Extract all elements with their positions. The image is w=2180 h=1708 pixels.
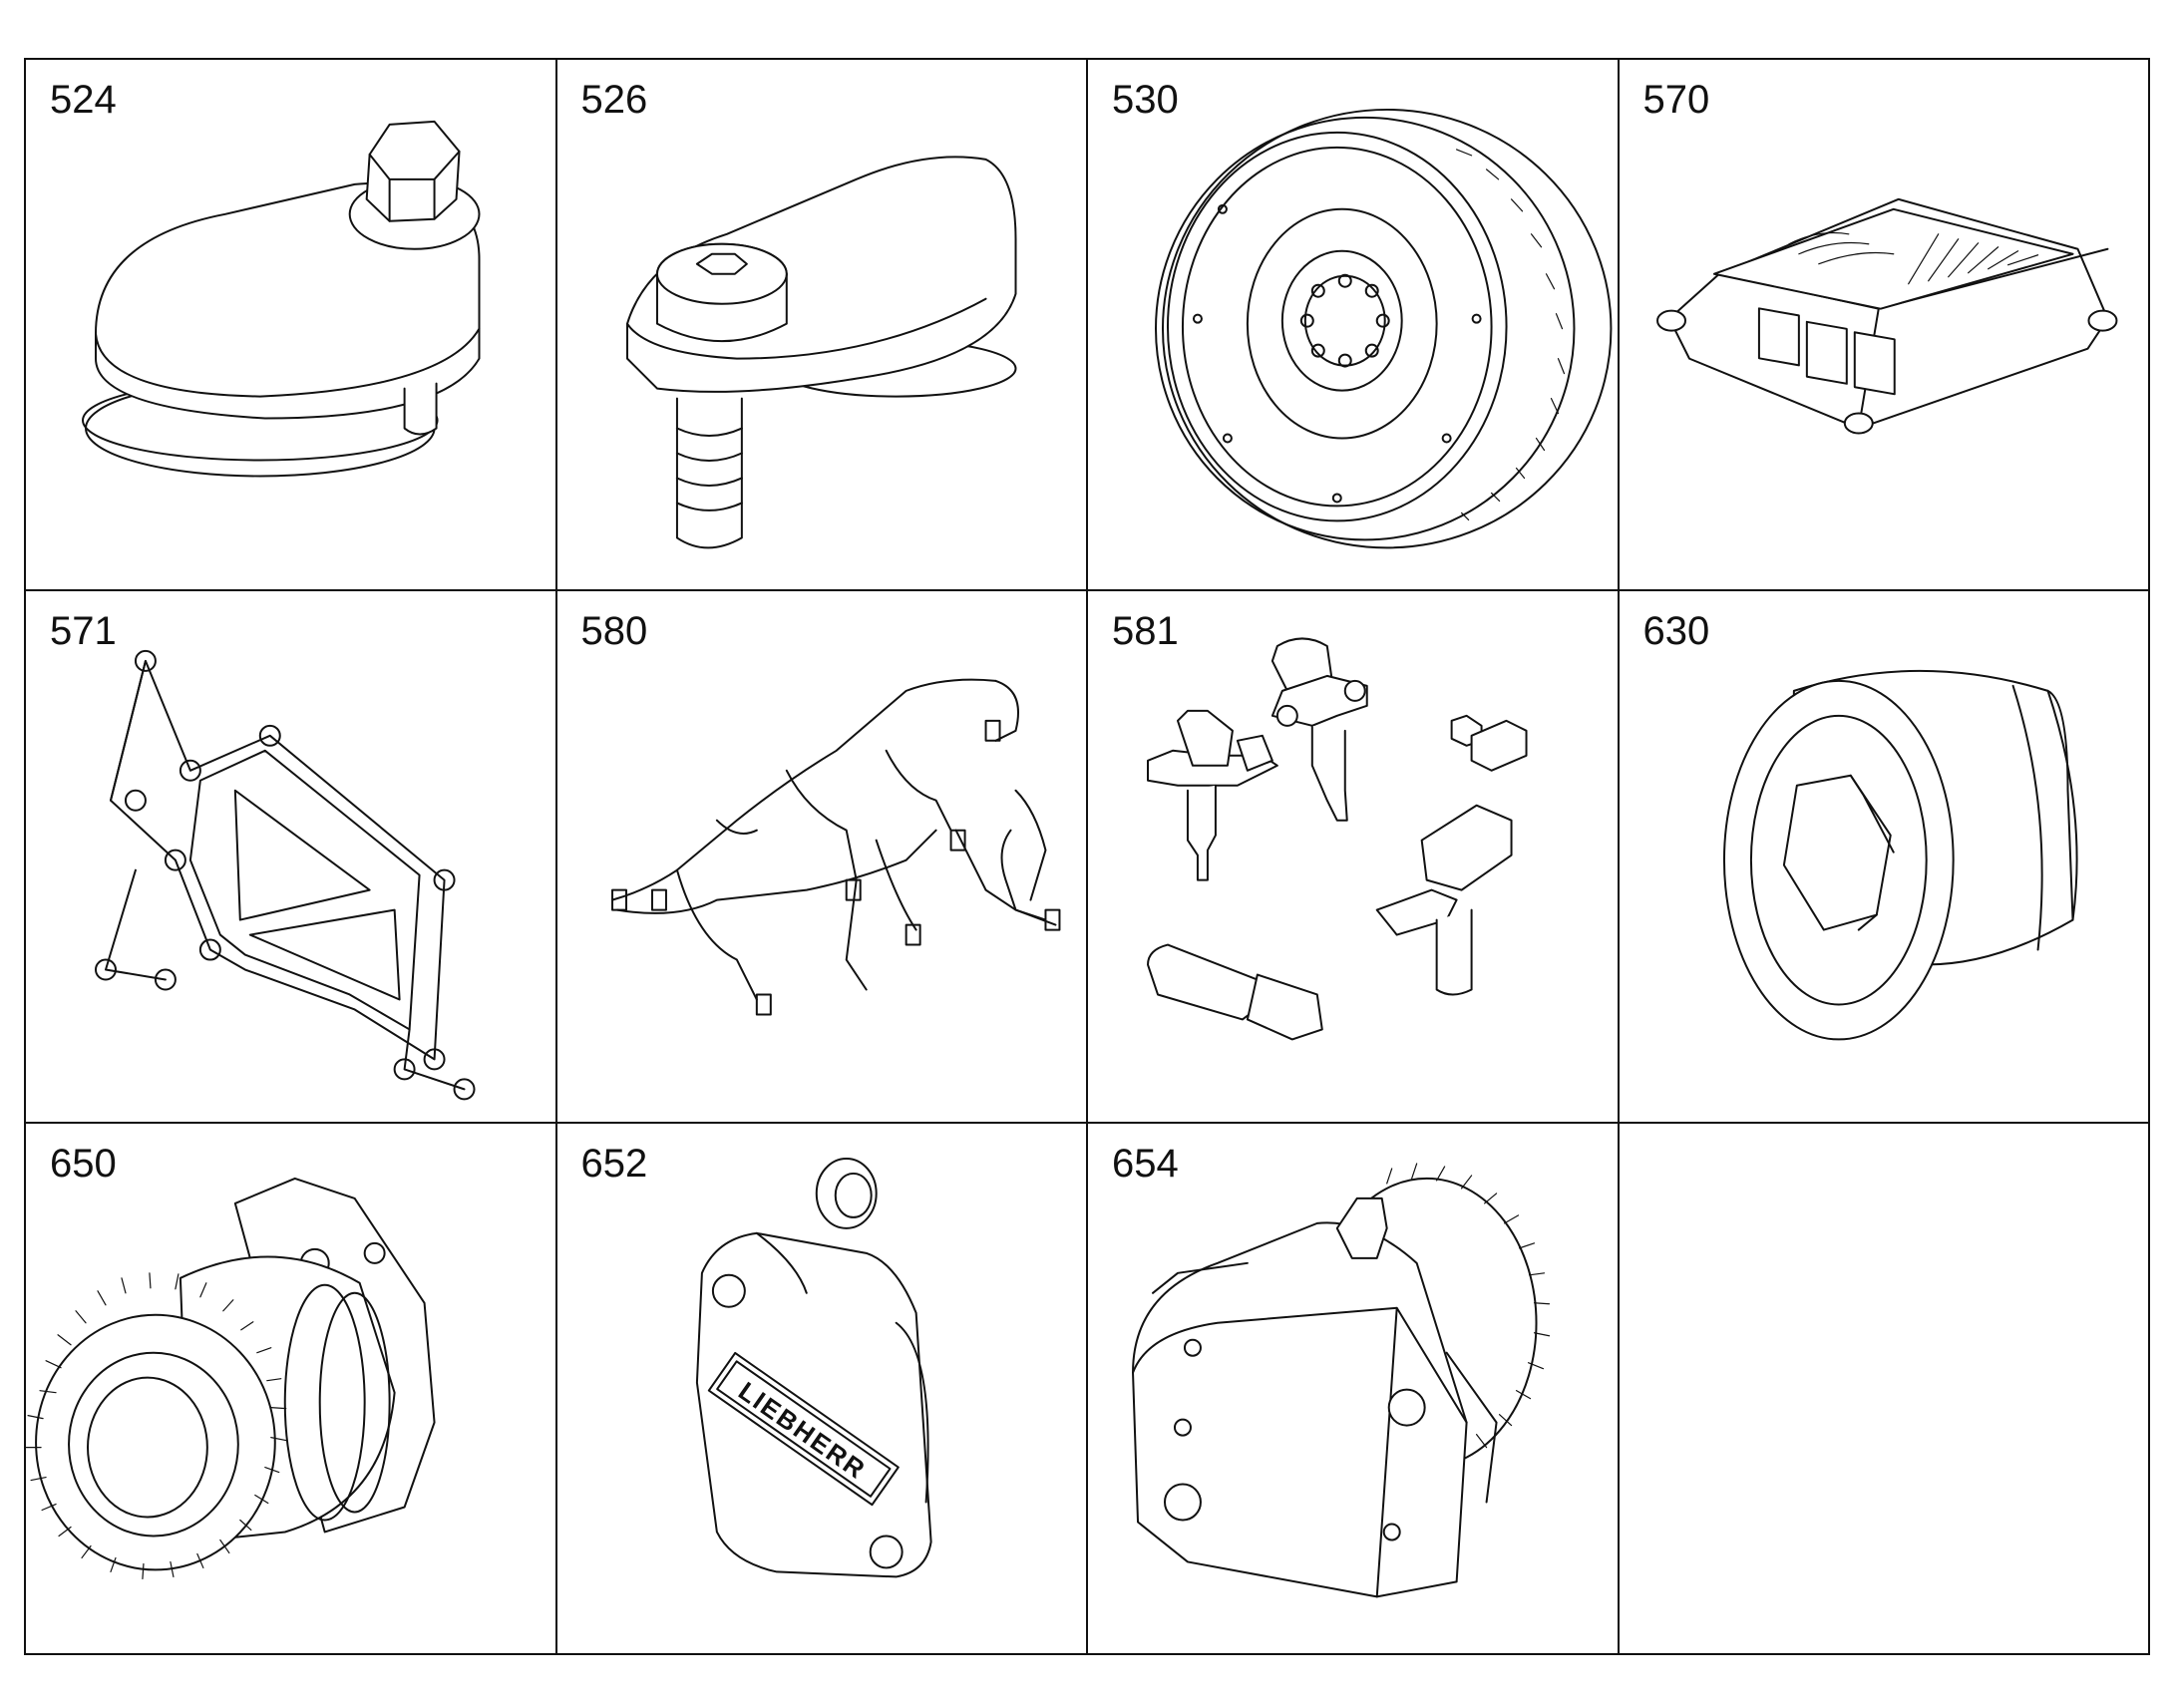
- sensors-icon: [1147, 637, 1528, 1041]
- part-number: 654: [1112, 1141, 1179, 1186]
- part-cell-570[interactable]: 570: [1619, 60, 2150, 592]
- part-number: 526: [580, 78, 648, 122]
- flywheel-icon: [1155, 108, 1613, 549]
- part-number: 581: [1112, 609, 1179, 654]
- part-number: 650: [50, 1141, 117, 1186]
- parts-grid: 524 526 530: [24, 58, 2150, 1655]
- part-cell-652[interactable]: 652 LIEBHERR: [556, 1123, 1088, 1655]
- cover-plate-icon: LIEBHERR: [695, 1157, 932, 1578]
- part-cell-654[interactable]: 654: [1088, 1123, 1620, 1655]
- gear-drive-icon: [26, 1177, 436, 1579]
- part-cell-630[interactable]: 630: [1619, 591, 2150, 1124]
- part-cell-650[interactable]: 650: [26, 1123, 557, 1655]
- part-number: 630: [1642, 609, 1710, 654]
- part-number: 571: [50, 609, 117, 654]
- mounting-frame-icon: [94, 650, 476, 1101]
- wiring-harness-icon: [610, 679, 1060, 1016]
- part-number: 530: [1112, 78, 1179, 122]
- plug-adapter-icon: [82, 120, 481, 478]
- part-cell-581[interactable]: 581: [1088, 591, 1620, 1124]
- part-cell-524[interactable]: 524: [26, 60, 557, 592]
- part-number: 580: [580, 609, 648, 654]
- part-number: 652: [580, 1141, 648, 1186]
- empty-cell: [1619, 1123, 2150, 1655]
- part-cell-571[interactable]: 571: [26, 591, 557, 1124]
- bracket-bolt-icon: [625, 156, 1017, 549]
- part-cell-530[interactable]: 530: [1088, 60, 1620, 592]
- part-cell-580[interactable]: 580: [556, 591, 1088, 1124]
- part-number: 570: [1642, 78, 1710, 122]
- screw-plug-icon: [1722, 670, 2078, 1041]
- control-unit-icon: [1655, 197, 2117, 435]
- part-number: 524: [50, 78, 117, 122]
- part-cell-526[interactable]: 526: [556, 60, 1088, 592]
- pump-gear-icon: [1132, 1163, 1551, 1598]
